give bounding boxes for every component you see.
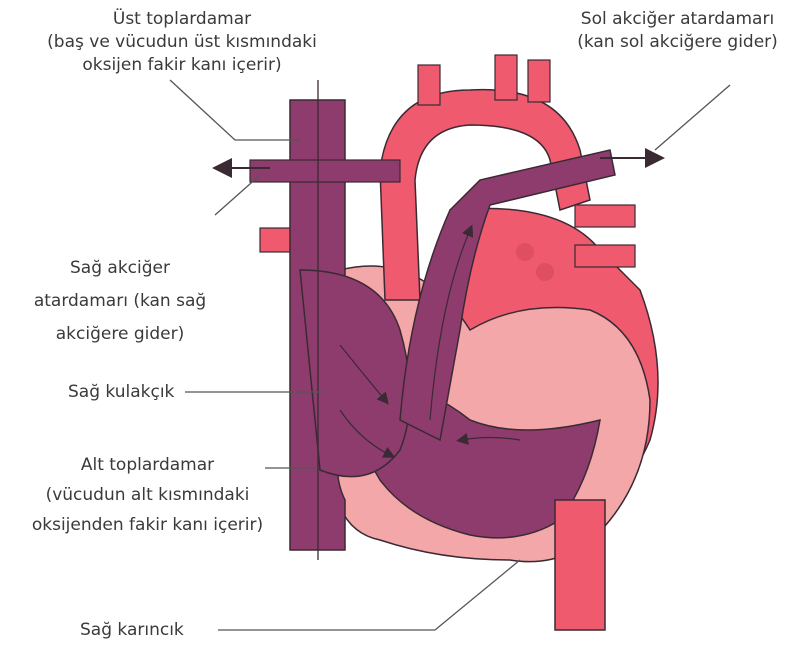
left-pa-line1: Sol akciğer atardamarı <box>560 8 795 31</box>
ivc-line1: Alt toplardamar <box>5 450 290 480</box>
label-right-pulmonary-artery: Sağ akciğer atardamarı (kan sağ akciğere… <box>25 252 215 351</box>
right-pa-line1: Sağ akciğer <box>25 252 215 285</box>
right-pa-line2: atardamarı (kan sağ <box>25 285 215 318</box>
label-right-atrium: Sağ kulakçık <box>68 381 174 404</box>
svc-line3: oksijen fakir kanı içerir) <box>12 54 352 77</box>
svc-line1: Üst toplardamar <box>12 8 352 31</box>
right-pa-line3: akciğere gider) <box>25 318 215 351</box>
ivc-line3: oksijenden fakir kanı içerir) <box>5 510 290 540</box>
label-inferior-vena-cava: Alt toplardamar (vücudun alt kısmındaki … <box>5 450 290 540</box>
svc-line2: (baş ve vücudun üst kısmındaki <box>12 31 352 54</box>
label-left-pulmonary-artery: Sol akciğer atardamarı (kan sol akciğere… <box>560 8 795 54</box>
label-superior-vena-cava: Üst toplardamar (baş ve vücudun üst kısm… <box>12 8 352 77</box>
ivc-line2: (vücudun alt kısmındaki <box>5 480 290 510</box>
left-pa-line2: (kan sol akciğere gider) <box>560 31 795 54</box>
label-right-ventricle: Sağ karıncık <box>80 619 184 642</box>
